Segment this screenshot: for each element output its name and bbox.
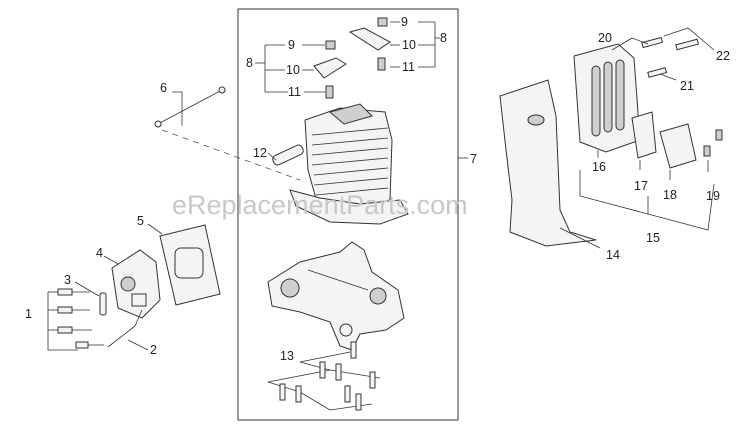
- watermark: eReplacementParts.com: [172, 190, 468, 220]
- bolts-20-22: [611, 27, 715, 81]
- callout-21: 21: [680, 79, 694, 93]
- callout-12: 12: [253, 146, 267, 160]
- cover-18: [659, 123, 697, 180]
- cylinder-head: [289, 103, 409, 225]
- screen-17: [631, 111, 657, 170]
- gasket-5: [147, 223, 221, 306]
- pin-3: [74, 281, 107, 316]
- callout-18: 18: [663, 188, 677, 202]
- callout-9-left: 9: [288, 38, 295, 52]
- callout-15: 15: [646, 231, 660, 245]
- callout-16: 16: [592, 160, 606, 174]
- callout-14: 14: [606, 248, 620, 262]
- callout-10-left: 10: [286, 63, 300, 77]
- pin-12: [267, 144, 304, 166]
- callout-11-right: 11: [402, 60, 415, 74]
- assembly-frame: [237, 8, 459, 421]
- bolts-group-13: [267, 341, 381, 411]
- rocker-group-right: [348, 17, 440, 71]
- crankcase-lower: [267, 241, 405, 351]
- callout-7: 7: [470, 152, 477, 166]
- callout-9-right: 9: [401, 15, 408, 29]
- pin-2: [107, 309, 149, 351]
- callout-17: 17: [634, 179, 648, 193]
- callout-2: 2: [150, 343, 157, 357]
- callout-1: 1: [25, 307, 32, 321]
- callout-4: 4: [96, 246, 103, 260]
- carburetor-4: [103, 249, 161, 319]
- callout-19: 19: [706, 189, 720, 203]
- callout-3: 3: [64, 273, 71, 287]
- callout-11-left: 11: [288, 85, 301, 99]
- rod-6: [154, 86, 301, 181]
- screw-19: [703, 129, 723, 172]
- callout-8-right: 8: [440, 31, 447, 45]
- callout-6: 6: [160, 81, 167, 95]
- callout-8-left: 8: [246, 56, 253, 70]
- callout-10-right: 10: [402, 38, 416, 52]
- callout-labels: 1 2 3 4 5 6 7 8 8 9 9 10 10 11 11 12 13 …: [25, 15, 730, 363]
- bolts-group-1: [47, 288, 104, 351]
- muffler-16: [573, 43, 641, 158]
- callout-20: 20: [598, 31, 612, 45]
- callout-22: 22: [716, 49, 730, 63]
- rocker-group-left: [255, 40, 347, 99]
- callout-13: 13: [280, 349, 294, 363]
- assembly-bracket-15: [579, 170, 715, 231]
- heat-shield-14: [499, 79, 601, 249]
- callout-5: 5: [137, 214, 144, 228]
